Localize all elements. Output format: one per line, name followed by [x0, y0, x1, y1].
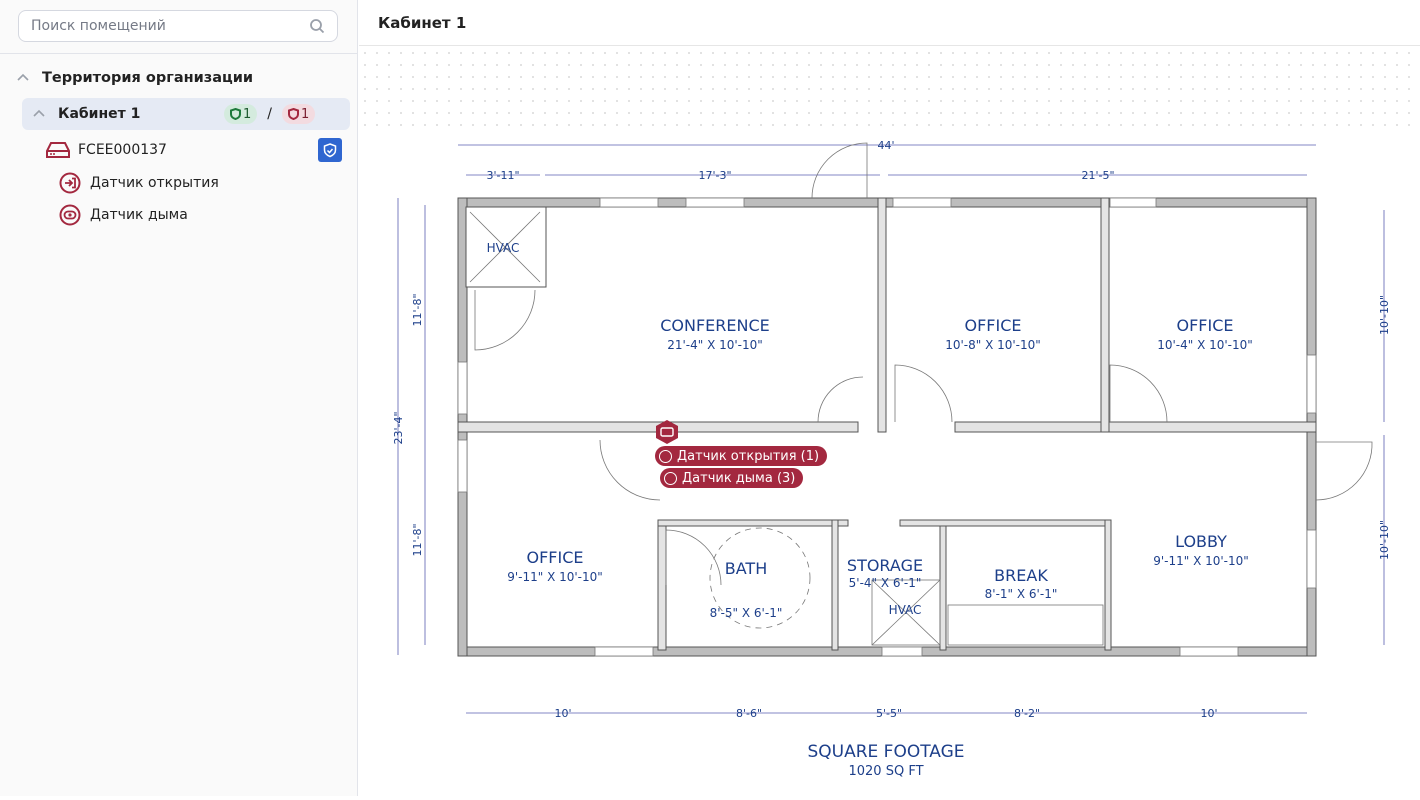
search-box[interactable]: [18, 10, 338, 42]
room-size: 8'-5" X 6'-1": [710, 606, 783, 620]
hvac-label: HVAC: [889, 603, 922, 617]
ok-count: 1: [243, 106, 252, 122]
windows: [457, 197, 1317, 657]
room-name: OFFICE: [527, 548, 584, 567]
room-name: OFFICE: [1177, 316, 1234, 335]
door-sensor-icon: [659, 449, 672, 463]
search-icon[interactable]: [309, 18, 325, 34]
footage-value: 1020 SQ FT: [848, 764, 923, 779]
room-name: STORAGE: [847, 556, 923, 575]
room-name: LOBBY: [1175, 532, 1227, 551]
room-size: 21'-4" X 10'-10": [667, 338, 763, 352]
floor-plan-drawing: CONFERENCE 21'-4" X 10'-10" OFFICE 10'-8" …: [392, 139, 1391, 779]
room-name: OFFICE: [965, 316, 1022, 335]
tree-sensor-smoke[interactable]: Датчик дыма: [59, 204, 188, 226]
svg-text:8'-2": 8'-2": [1014, 707, 1040, 720]
svg-text:8'-6": 8'-6": [736, 707, 762, 720]
page-title: Кабинет 1: [378, 13, 467, 32]
dimension-labels: 44' 3'-11" 17'-3" 21'-5" 10' 8'-6" 5'-5" 8'-2"…: [392, 139, 1391, 720]
shield-check-icon: [323, 142, 337, 157]
svg-text:44': 44': [877, 139, 894, 152]
sensor-label: Датчик открытия: [90, 175, 219, 191]
sensor-label: Датчик дыма: [90, 207, 188, 223]
alarm-count-badge: 1: [282, 104, 316, 124]
svg-text:23'-4": 23'-4": [392, 411, 405, 444]
room-label: Кабинет 1: [58, 106, 141, 122]
shield-icon: [288, 108, 299, 120]
room-size: 9'-11" X 10'-10": [507, 570, 603, 584]
device-marker[interactable]: [656, 420, 678, 444]
hvac-label: HVAC: [487, 241, 520, 255]
divider: [0, 53, 358, 54]
room-name: CONFERENCE: [660, 316, 770, 335]
svg-text:3'-11": 3'-11": [486, 169, 519, 182]
room-name: BATH: [725, 559, 767, 578]
svg-text:10'-10": 10'-10": [1378, 520, 1391, 560]
room-size: 5'-4" X 6'-1": [849, 576, 922, 590]
room-size: 9'-11" X 10'-10": [1153, 554, 1249, 568]
shield-icon: [230, 108, 241, 120]
tree-sensor-open[interactable]: Датчик открытия: [59, 172, 219, 194]
svg-text:11'-8": 11'-8": [411, 293, 424, 326]
footage-title: SQUARE FOOTAGE: [807, 742, 964, 762]
svg-text:21'-5": 21'-5": [1081, 169, 1114, 182]
smoke-sensor-icon: [59, 204, 81, 226]
chevron-up-icon[interactable]: [16, 71, 30, 85]
alarm-count: 1: [301, 106, 310, 122]
room-size: 8'-1" X 6'-1": [985, 587, 1058, 601]
room-labels: CONFERENCE 21'-4" X 10'-10" OFFICE 10'-8" …: [487, 241, 1253, 620]
count-separator: /: [267, 106, 272, 122]
doors: [469, 142, 1373, 646]
tree-root-label: Территория организации: [42, 70, 254, 86]
page-header: Кабинет 1: [359, 0, 1420, 46]
sensor-marker-open[interactable]: Датчик открытия (1): [655, 446, 828, 466]
tree-device[interactable]: FCEE000137: [46, 138, 342, 162]
dimension-lines: [397, 144, 1385, 714]
search-input[interactable]: [31, 18, 309, 34]
room-size: 10'-4" X 10'-10": [1157, 338, 1253, 352]
sensor-marker-smoke[interactable]: Датчик дыма (3): [660, 468, 804, 488]
svg-text:10': 10': [1200, 707, 1217, 720]
svg-text:17'-3": 17'-3": [698, 169, 731, 182]
room-size: 10'-8" X 10'-10": [945, 338, 1041, 352]
door-sensor-icon: [59, 172, 81, 194]
svg-text:10': 10': [554, 707, 571, 720]
ok-count-badge: 1: [224, 104, 258, 124]
plan-canvas[interactable]: CONFERENCE 21'-4" X 10'-10" OFFICE 10'-8" …: [359, 47, 1420, 796]
chevron-up-icon[interactable]: [32, 107, 46, 121]
svg-text:11'-8": 11'-8": [411, 523, 424, 556]
tree-root[interactable]: Территория организации: [16, 68, 253, 88]
sidebar: Территория организации Кабинет 1 1 / 1 F…: [0, 0, 358, 796]
room-name: BREAK: [994, 566, 1048, 585]
floor-plan[interactable]: CONFERENCE 21'-4" X 10'-10" OFFICE 10'-8" …: [359, 131, 1420, 796]
device-label: FCEE000137: [78, 142, 167, 158]
device-icon: [46, 142, 70, 158]
smoke-sensor-icon: [664, 471, 677, 485]
svg-text:10'-10": 10'-10": [1378, 295, 1391, 335]
svg-text:5'-5": 5'-5": [876, 707, 902, 720]
marker-label: Датчик дыма (3): [682, 470, 796, 486]
tree-room-kabinet-1[interactable]: Кабинет 1 1 / 1: [22, 98, 350, 130]
marker-label: Датчик открытия (1): [677, 448, 820, 464]
device-secure-button[interactable]: [318, 138, 342, 162]
